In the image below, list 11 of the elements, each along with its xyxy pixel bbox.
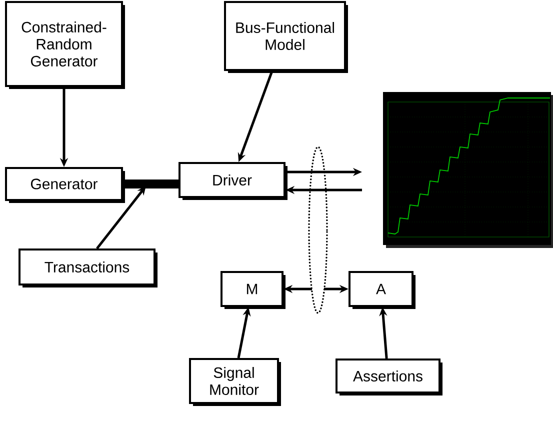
process-box: Signal Monitor [189, 358, 281, 406]
process-box: Bus-Functional Model [224, 1, 348, 73]
process-box: Driver [178, 162, 288, 200]
process-box: Generator [5, 167, 125, 203]
dotted-ellipse [308, 146, 328, 314]
connector-line [123, 179, 178, 188]
process-box: M [220, 270, 286, 309]
process-box: A [348, 270, 416, 309]
process-box: Constrained-Random Generator [5, 1, 125, 89]
process-box: Assertions [336, 358, 442, 396]
process-box: Transactions [18, 248, 158, 288]
